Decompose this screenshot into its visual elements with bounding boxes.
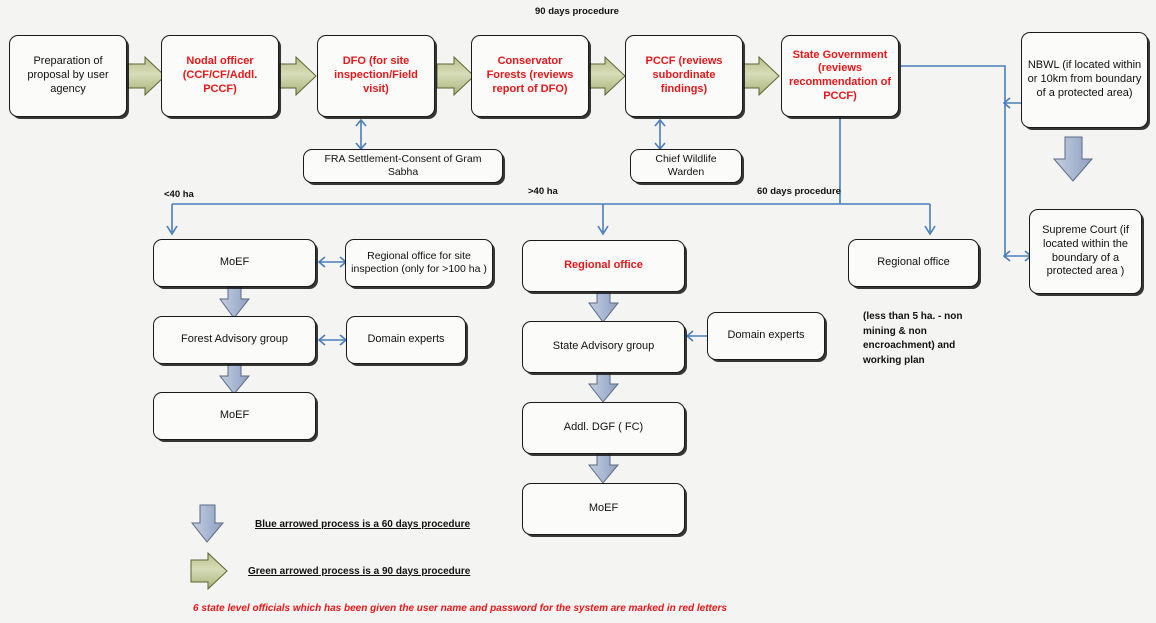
top-procedure-label: 90 days procedure xyxy=(535,6,619,17)
legend-blue-down-arrow-icon xyxy=(190,504,225,543)
node-pccf[interactable]: PCCF (reviews subordinate findings) xyxy=(625,35,743,117)
node-state-advisory-group[interactable]: State Advisory group xyxy=(522,321,685,373)
main-branch-bus xyxy=(166,117,936,236)
stategov-to-right-connector xyxy=(901,65,1033,262)
node-chief-wildlife-warden[interactable]: Chief Wildlife Warden xyxy=(630,149,742,183)
node-state-government[interactable]: State Government (reviews recommendation… xyxy=(781,35,899,117)
node-dfo[interactable]: DFO (for site inspection/Field visit) xyxy=(317,35,435,117)
footer-note: 6 state level officials which has been g… xyxy=(193,603,727,614)
legend-green-right-arrow-icon xyxy=(190,551,228,591)
node-middle-moef[interactable]: MoEF xyxy=(522,483,685,535)
node-conservator-forests[interactable]: Conservator Forests (reviews report of D… xyxy=(471,35,589,117)
node-supreme-court[interactable]: Supreme Court (if located within the bou… xyxy=(1029,209,1142,294)
node-nodal-officer[interactable]: Nodal officer (CCF/CF/Addl. PCCF) xyxy=(161,35,279,117)
node-forest-advisory-group[interactable]: Forest Advisory group xyxy=(153,316,316,364)
middle-column-arrows xyxy=(587,290,620,484)
blue-down-arrow-icon xyxy=(1052,136,1094,182)
node-addl-dgf-fc[interactable]: Addl. DGF ( FC) xyxy=(522,402,685,454)
node-fra-settlement[interactable]: FRA Settlement-Consent of Gram Sabha xyxy=(303,149,503,183)
node-regional-office-red[interactable]: Regional office xyxy=(522,240,685,292)
branch-label-gt40: >40 ha xyxy=(528,186,558,197)
left-column-double-arrows xyxy=(317,256,348,346)
legend-label-green: Green arrowed process is a 90 days proce… xyxy=(248,566,471,577)
branch-label-lt40: <40 ha xyxy=(164,189,194,200)
node-preparation-of-proposal[interactable]: Preparation of proposal by user agency xyxy=(9,35,127,117)
node-regional-office-right[interactable]: Regional office xyxy=(848,239,979,287)
node-left-moef-1[interactable]: MoEF xyxy=(153,239,316,287)
branch-label-60-days: 60 days procedure xyxy=(757,186,841,197)
node-domain-experts-2[interactable]: Domain experts xyxy=(707,312,825,360)
double-arrow-icon xyxy=(355,118,666,151)
node-left-moef-2[interactable]: MoEF xyxy=(153,392,316,440)
legend-label-blue: Blue arrowed process is a 60 days proced… xyxy=(255,519,471,530)
node-regional-office-site-inspection[interactable]: Regional office for site inspection (onl… xyxy=(345,239,493,287)
right-branch-note: (less than 5 ha. - non mining & non encr… xyxy=(863,311,963,366)
node-nbwl[interactable]: NBWL (if located within or 10km from bou… xyxy=(1021,32,1148,128)
node-domain-experts-1[interactable]: Domain experts xyxy=(346,316,466,364)
